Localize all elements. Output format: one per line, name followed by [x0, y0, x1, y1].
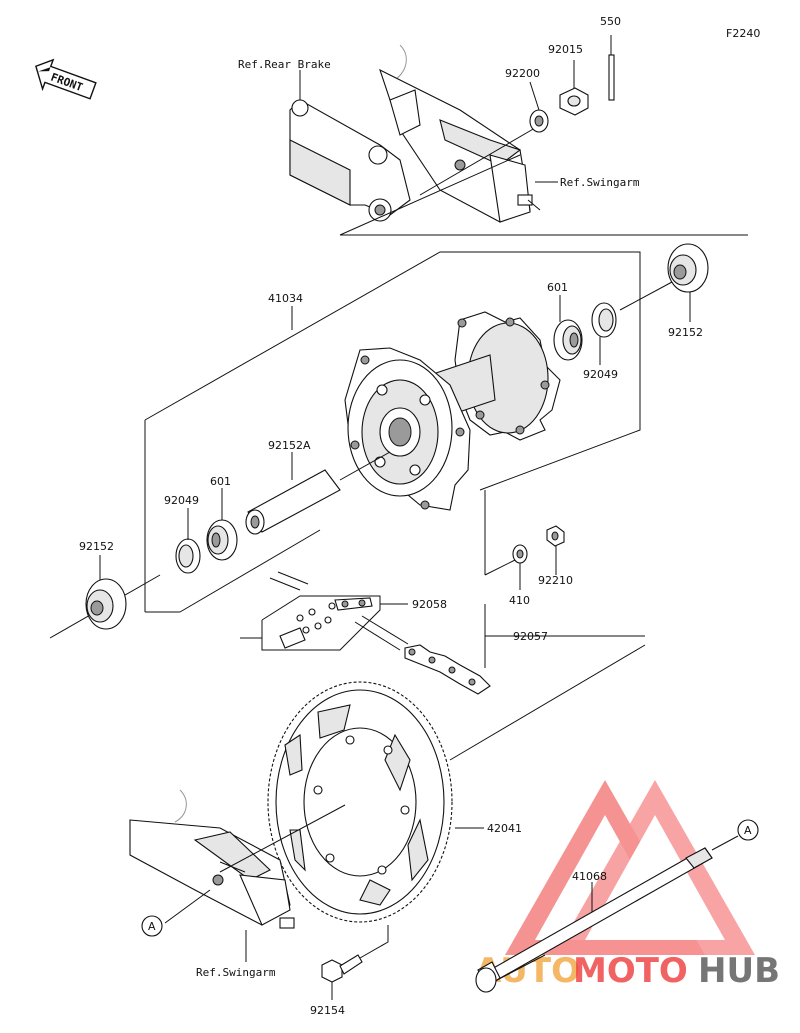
bearing-601-right — [553, 295, 583, 361]
hub-kit-frame — [144, 251, 641, 491]
part-41068: 41068 — [572, 870, 607, 883]
part-410: 410 — [509, 594, 530, 607]
washer-92200 — [529, 81, 549, 133]
callout-a-right-label: A — [744, 824, 752, 837]
part-92058: 92058 — [412, 598, 447, 611]
ref-swingarm-bottom: Ref.Swingarm — [196, 966, 276, 979]
callout-a-right — [737, 819, 759, 841]
ref-swingarm-top: Ref.Swingarm — [560, 176, 640, 189]
castle-nut-92015 — [559, 60, 589, 116]
swingarm-top-assembly — [289, 44, 541, 223]
axle-41068 — [475, 847, 713, 993]
master-link-kit — [261, 595, 381, 651]
nut-92210 — [546, 525, 565, 575]
part-550: 550 — [600, 15, 621, 28]
part-601-right: 601 — [547, 281, 568, 294]
sprocket-42041 — [267, 681, 453, 923]
front-arrow-icon — [35, 58, 97, 100]
part-92200: 92200 — [505, 67, 540, 80]
part-92152-left: 92152 — [79, 540, 114, 553]
part-41034: 41034 — [268, 292, 303, 305]
watermark-logo — [505, 780, 755, 955]
collar-92152-right — [667, 243, 709, 322]
part-92154: 92154 — [310, 1004, 345, 1017]
part-92152-right: 92152 — [668, 326, 703, 339]
part-42041: 42041 — [487, 822, 522, 835]
part-92049-left: 92049 — [164, 494, 199, 507]
watermark-moto: MOTO — [573, 951, 688, 991]
figure-code: F2240 — [726, 27, 760, 40]
washer-410 — [512, 544, 528, 590]
callout-a-left-label: A — [148, 920, 156, 933]
watermark-hub: HUB — [698, 951, 780, 991]
callout-a-left — [141, 915, 163, 937]
collar-92152-left — [85, 555, 127, 630]
spacer-92152A — [245, 452, 341, 535]
seal-92049-right — [591, 302, 617, 365]
part-92210: 92210 — [538, 574, 573, 587]
bolt-92154 — [321, 954, 363, 1000]
cotter-pin-550 — [608, 35, 615, 101]
seal-92049-left — [175, 508, 201, 574]
drive-chain-92057 — [269, 571, 491, 695]
part-92049-right: 92049 — [583, 368, 618, 381]
swingarm-bottom-assembly — [129, 789, 295, 929]
part-601-left: 601 — [210, 475, 231, 488]
ref-rear-brake: Ref.Rear Brake — [238, 58, 331, 71]
part-92152A: 92152A — [268, 439, 311, 452]
wheel-hub — [344, 311, 561, 511]
part-92015: 92015 — [548, 43, 583, 56]
bearing-601-left — [206, 488, 238, 561]
